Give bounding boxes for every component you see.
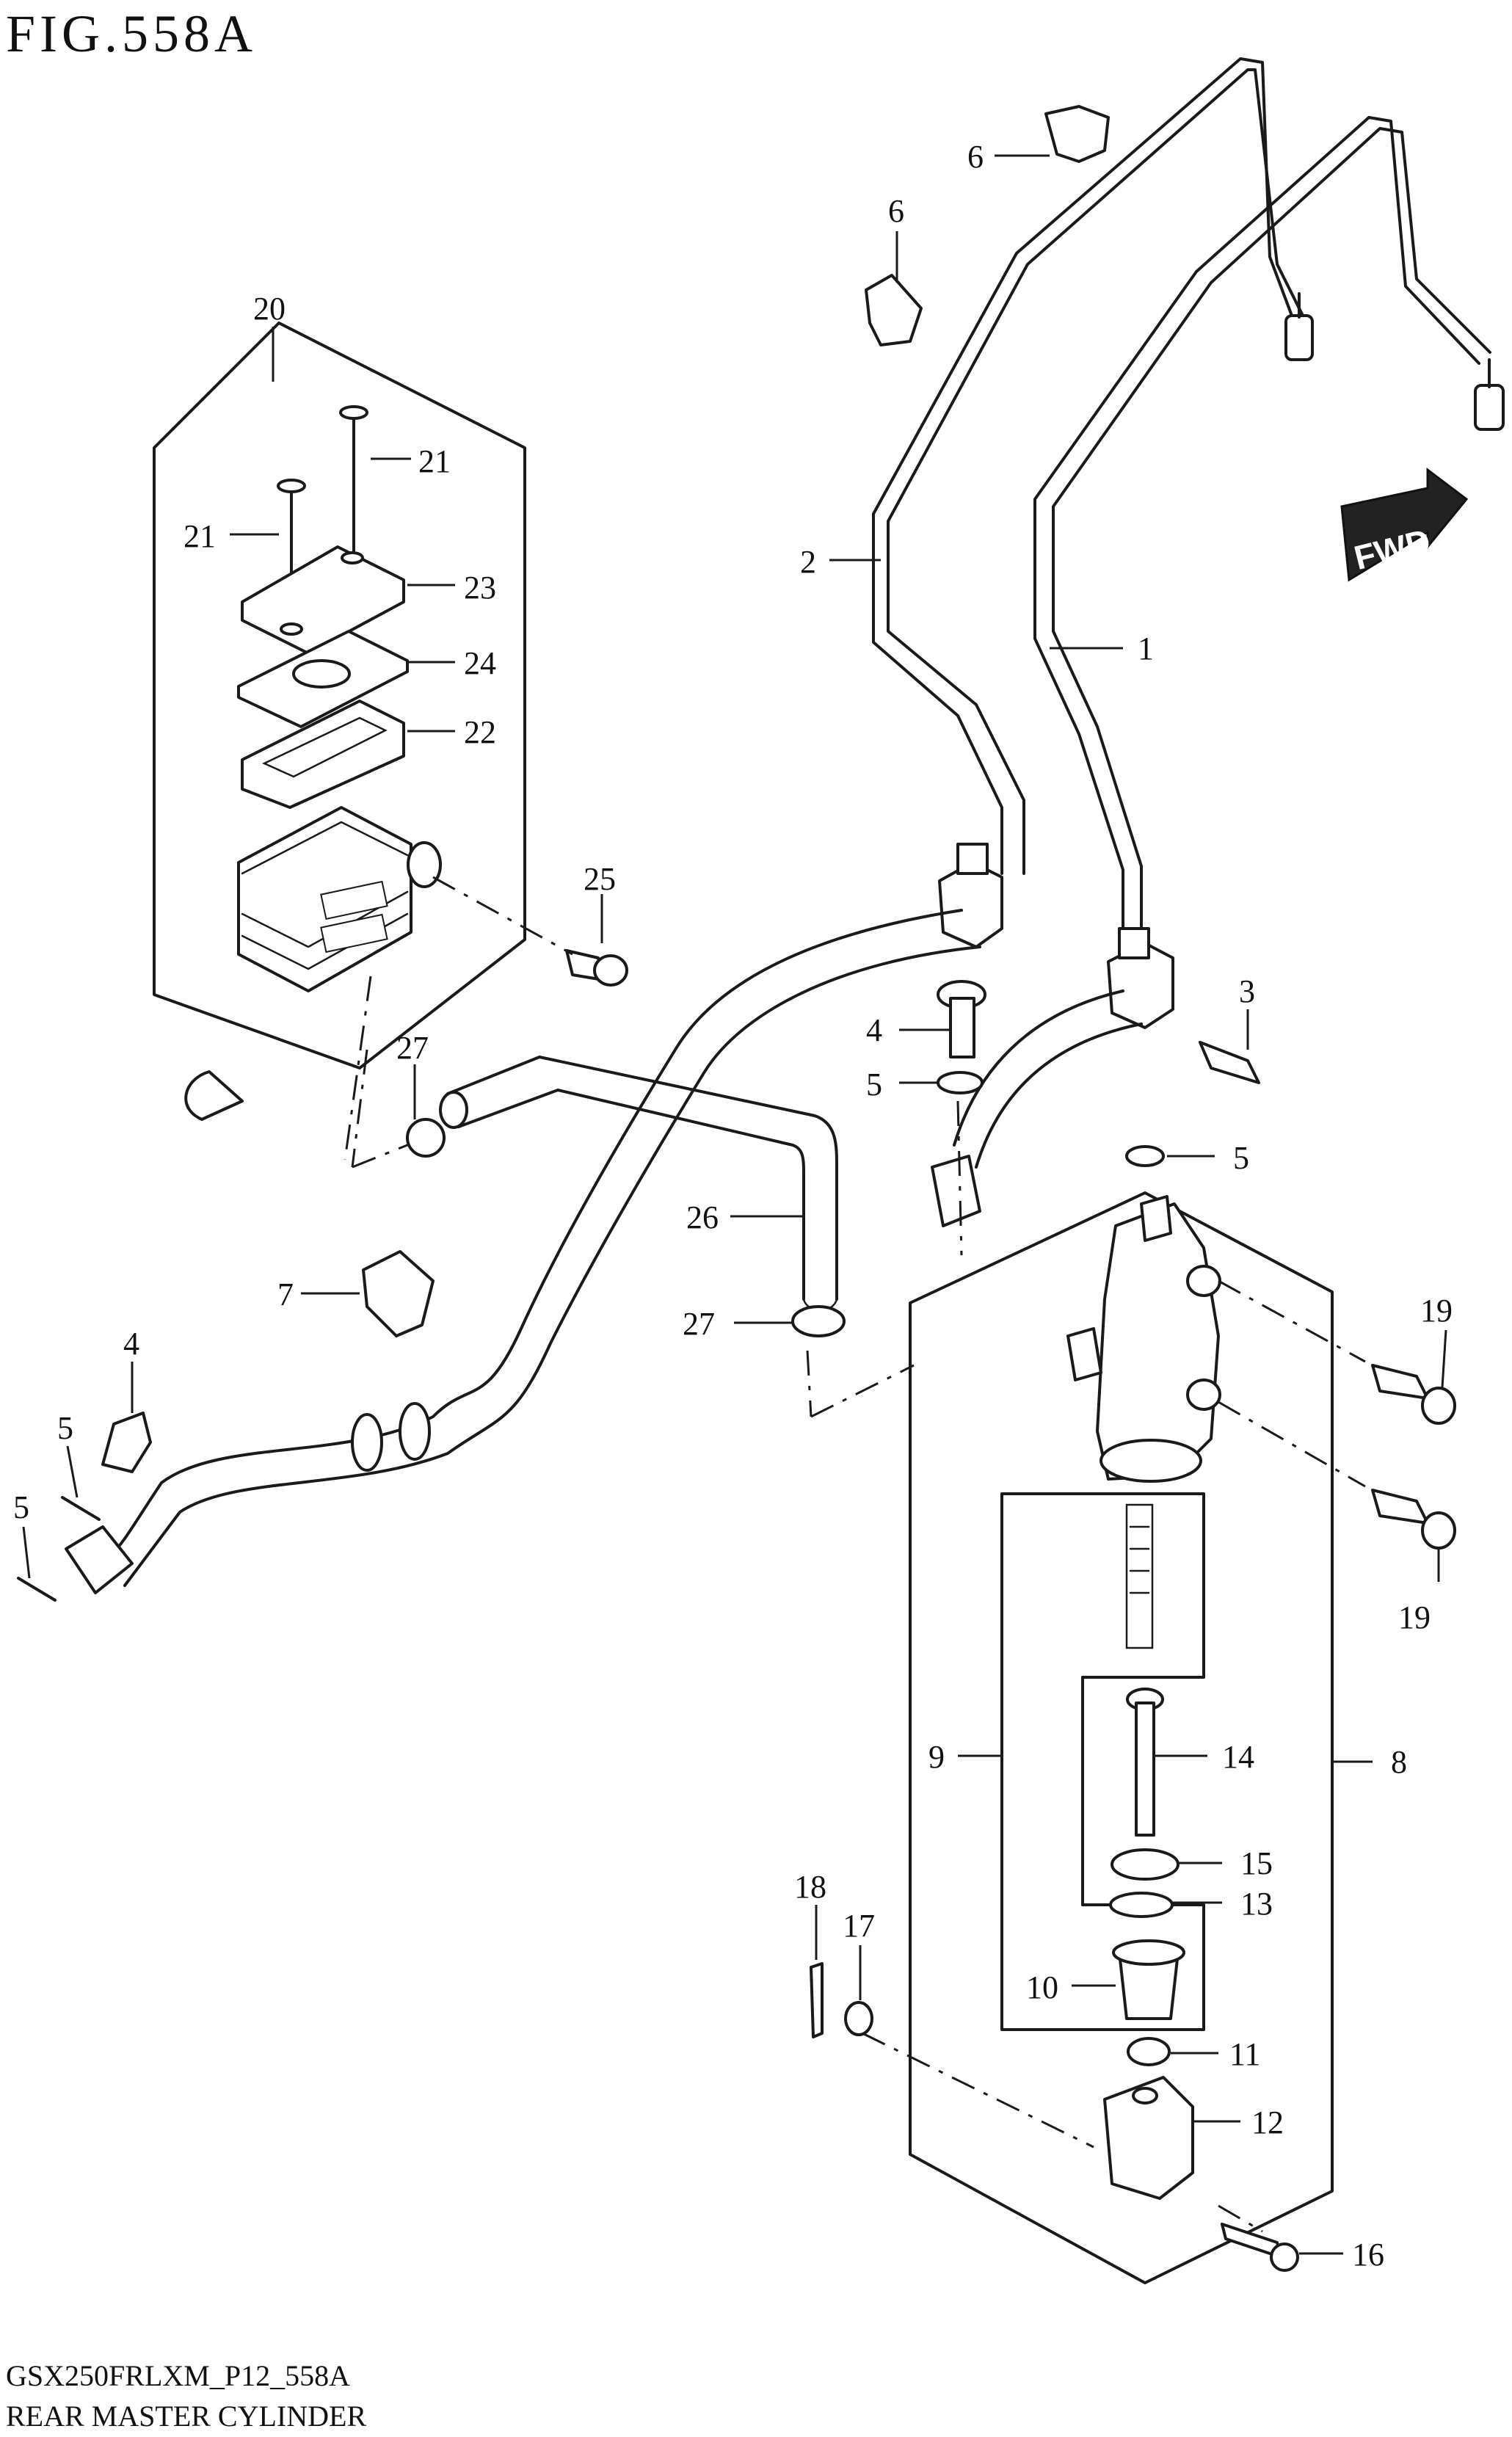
callout-14: 14	[1222, 1739, 1254, 1775]
washer-part	[1125, 1145, 1165, 1167]
callout-25: 25	[584, 861, 616, 897]
callout-27: 27	[396, 1030, 429, 1066]
brake-hose	[65, 909, 1143, 1594]
clip-part	[362, 1250, 435, 1337]
callout-23: 23	[464, 570, 496, 606]
clip-part	[1044, 105, 1110, 163]
callout-13: 13	[1240, 1886, 1273, 1922]
callout-6: 6	[967, 139, 984, 175]
washer-part	[17, 1577, 57, 1602]
callout-10: 10	[1026, 1969, 1058, 2005]
callout-12: 12	[1251, 2104, 1284, 2140]
callout-5: 5	[1233, 1140, 1249, 1176]
callout-8: 8	[1391, 1744, 1407, 1780]
banjo-bolt-part	[931, 980, 986, 1256]
clip-part	[865, 274, 923, 346]
callout-18: 18	[794, 1869, 826, 1905]
reservoir-assembly	[153, 322, 628, 1169]
callout-5: 5	[57, 1410, 73, 1446]
washer-part	[844, 2001, 873, 2036]
callout-9: 9	[928, 1739, 945, 1775]
reservoir-hose	[439, 1056, 838, 1312]
callout-19: 19	[1398, 1599, 1431, 1635]
callout-20: 20	[253, 291, 286, 327]
callout-15: 15	[1240, 1845, 1273, 1881]
callout-27: 27	[683, 1306, 715, 1342]
callout-7: 7	[277, 1276, 294, 1312]
forward-arrow-icon: FWD	[1340, 467, 1469, 582]
banjo-bolt-part	[101, 1412, 152, 1473]
callout-1: 1	[1138, 631, 1154, 667]
brake-pipes	[872, 57, 1505, 1029]
callout-24: 24	[464, 645, 496, 681]
callout-19: 19	[1420, 1293, 1453, 1329]
master-cylinder-assembly	[806, 1191, 1456, 2284]
section-name: REAR MASTER CYLINDER	[6, 2400, 366, 2433]
callout-6: 6	[888, 193, 904, 229]
leader-lines	[22, 154, 1447, 2255]
callout-26: 26	[686, 1199, 719, 1235]
callout-4: 4	[123, 1326, 139, 1362]
hose-clamp	[406, 1118, 846, 1337]
model-code: GSX250FRLXM_P12_558A	[6, 2359, 350, 2392]
callout-2: 2	[800, 544, 816, 580]
callout-3: 3	[1239, 973, 1255, 1009]
callout-labels: 6 6 20 21 21 2 23 24 1 22 25 3 4 27 5 5 …	[13, 139, 1453, 2273]
callout-16: 16	[1352, 2237, 1384, 2273]
callout-17: 17	[843, 1908, 875, 1944]
callout-21: 21	[183, 518, 216, 554]
callout-4: 4	[866, 1012, 882, 1048]
washer-part	[61, 1496, 101, 1521]
bolt-part	[1199, 1041, 1260, 1084]
cotter-pin-part	[810, 1962, 824, 2038]
callout-22: 22	[464, 714, 496, 750]
figure-title: FIG.558A	[6, 4, 257, 63]
callout-11: 11	[1229, 2036, 1260, 2072]
callout-5: 5	[866, 1067, 882, 1103]
callout-5: 5	[13, 1489, 29, 1525]
callout-21: 21	[418, 443, 451, 479]
